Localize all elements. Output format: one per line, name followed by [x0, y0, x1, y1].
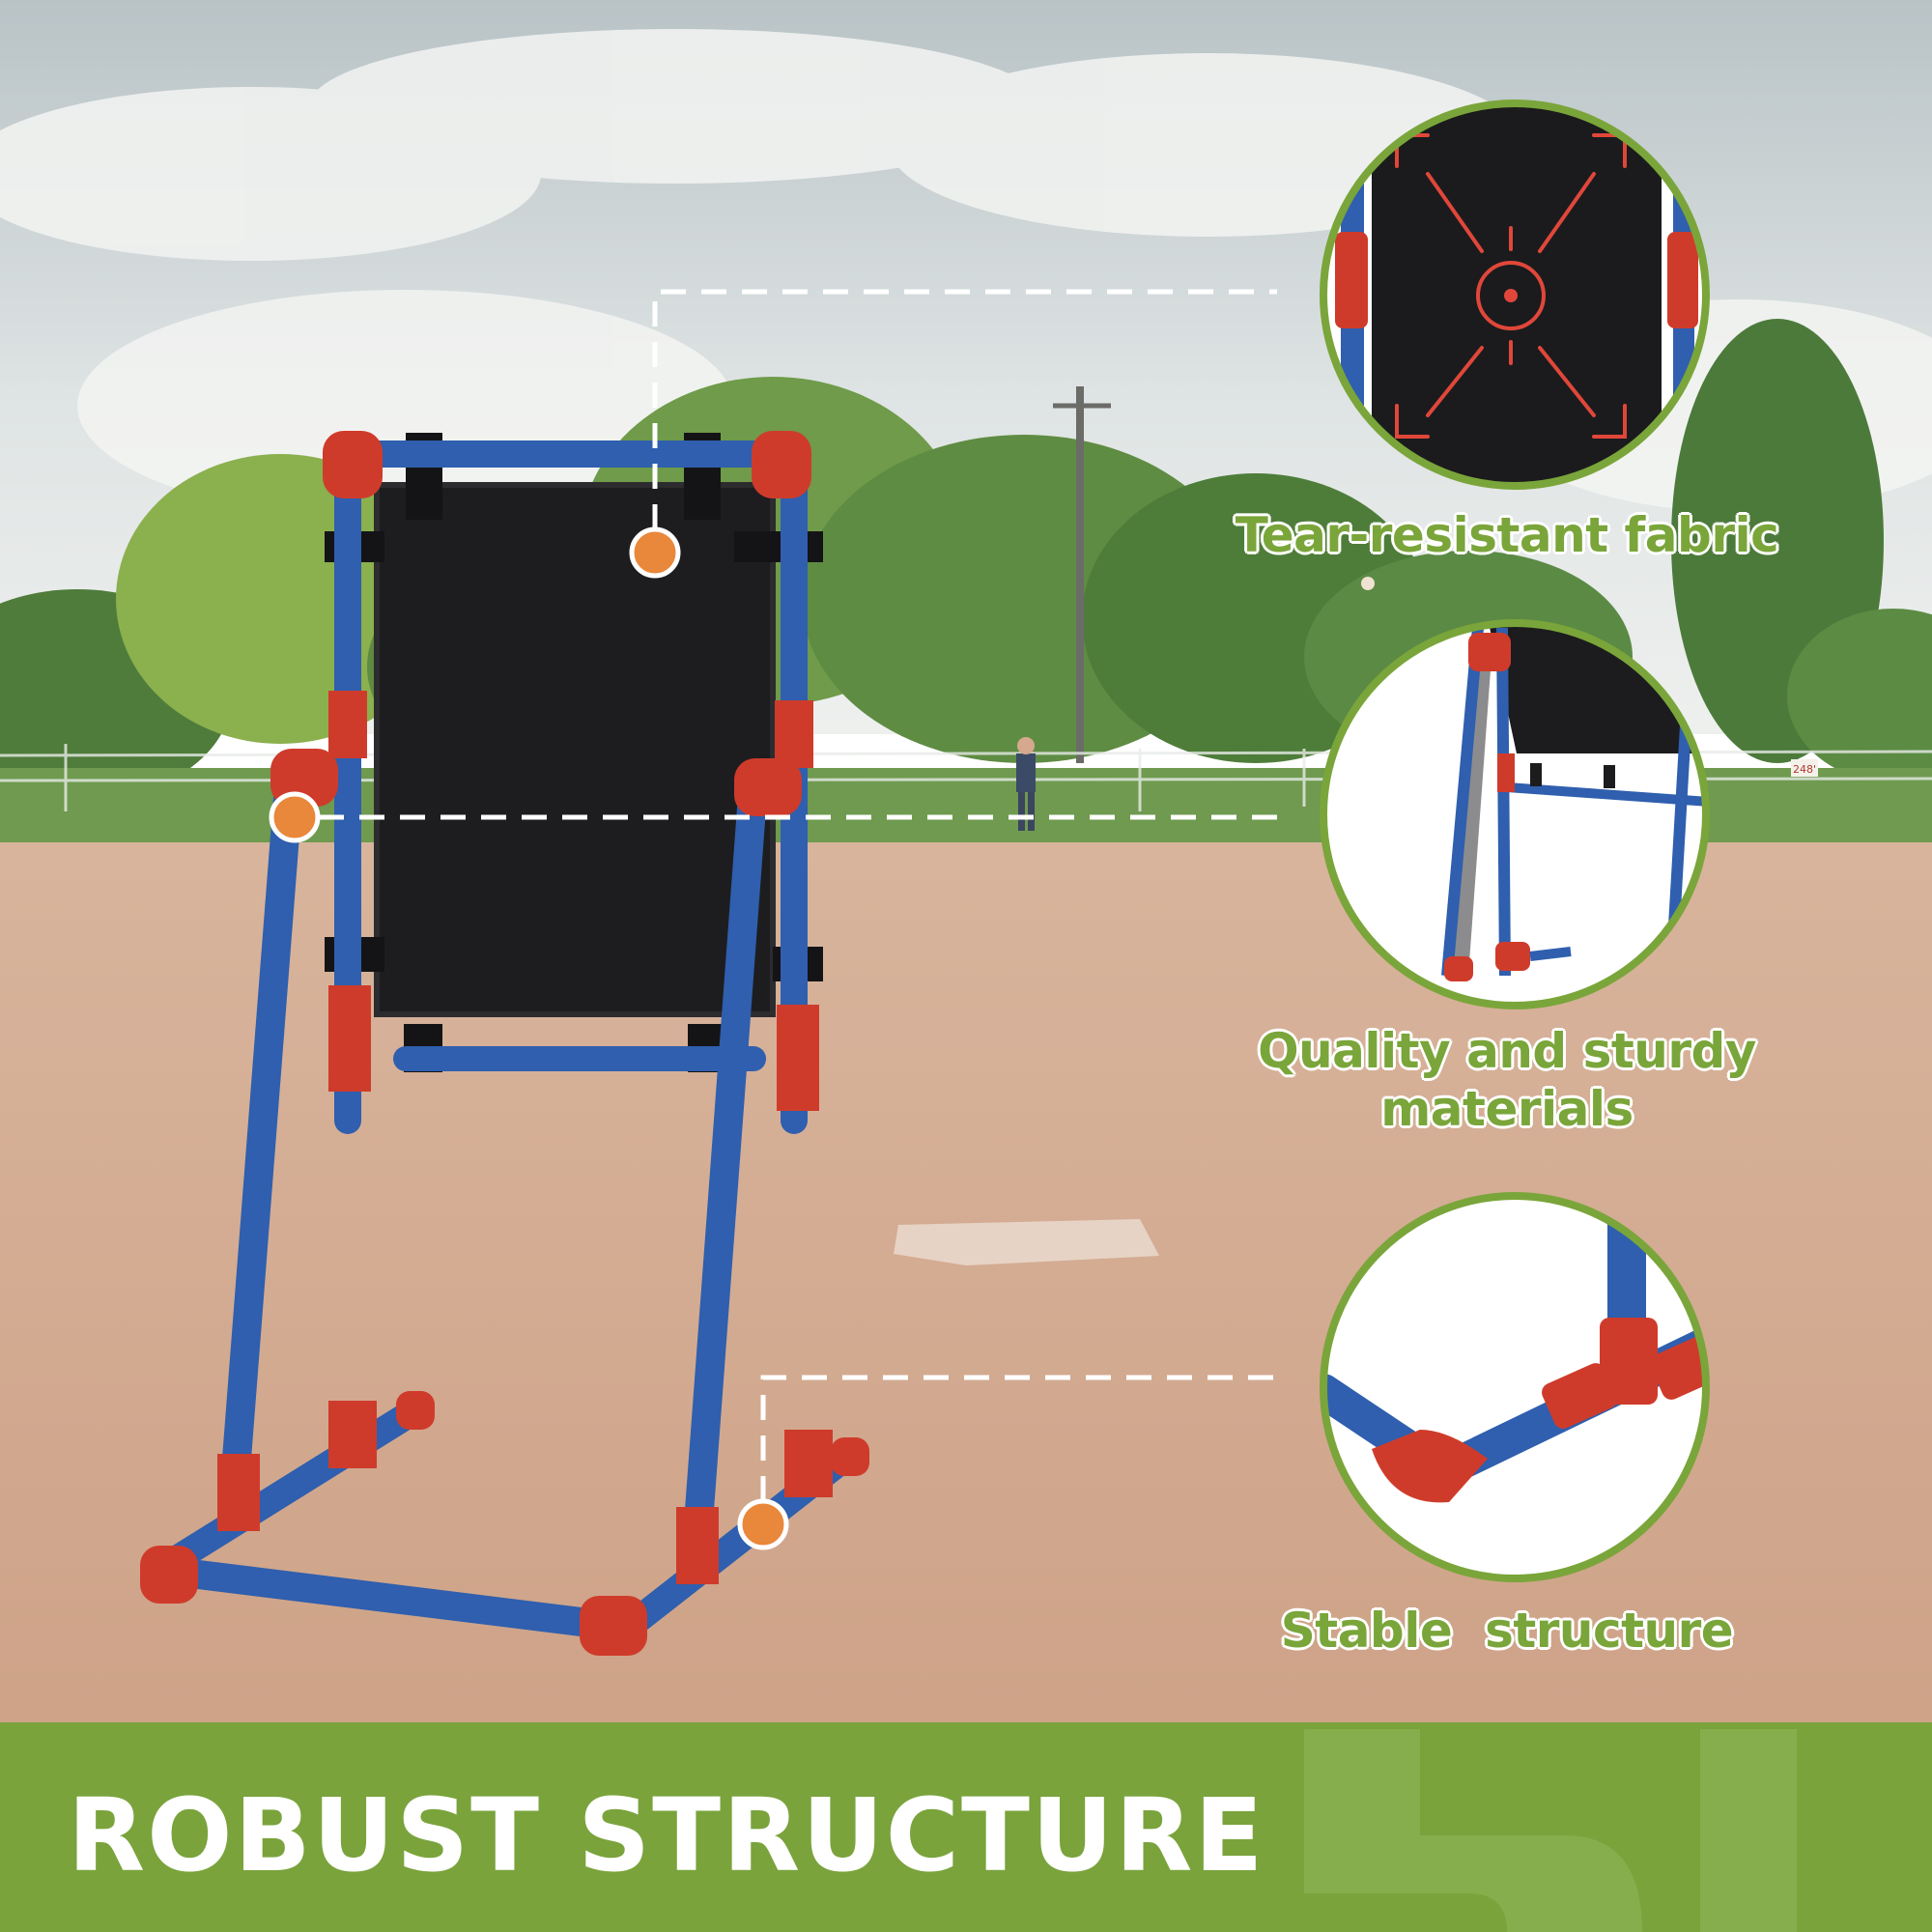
banner-watermark [1304, 1729, 1797, 1932]
feature-label-stable: Stable structure [1280, 1603, 1734, 1659]
distant-player [1016, 737, 1036, 831]
detail-circle-base [1320, 1192, 1710, 1582]
pitching-target-stand [140, 431, 869, 1656]
callout-markers [269, 526, 789, 1550]
feature-label-materials-line1: Quality and sturdy [1258, 1023, 1756, 1079]
target-net [377, 485, 773, 1014]
home-plate [894, 1219, 1159, 1265]
marker-fabric [629, 526, 681, 579]
marker-base [737, 1498, 789, 1550]
fence-sign [1791, 759, 1818, 777]
utility-pole [1053, 386, 1111, 763]
detail-circle-materials [1320, 619, 1710, 1009]
baseball [1361, 577, 1375, 590]
callout-lines [319, 289, 1277, 1501]
banner-title: ROBUST STRUCTURE [68, 1776, 1265, 1894]
feature-label-fabric: Tear-resistant fabric [1235, 507, 1779, 563]
red-joints [140, 431, 869, 1656]
fence-sign-text: 248' [1793, 763, 1816, 776]
marker-materials [269, 791, 321, 843]
bottom-banner [0, 1722, 1932, 1932]
callout-line-base [760, 1375, 1277, 1501]
feature-label-materials: Quality and sturdy materials [1208, 1022, 1806, 1138]
feature-label-materials-line2: materials [1380, 1081, 1634, 1137]
callout-line-fabric [652, 289, 1277, 529]
